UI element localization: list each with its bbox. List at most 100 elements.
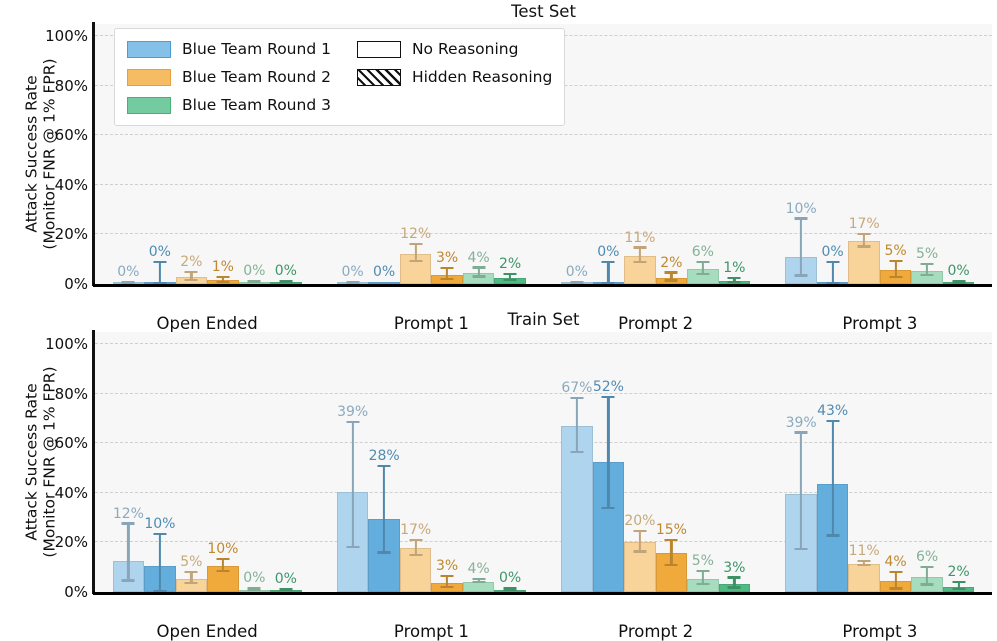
y-tick-label: 40% bbox=[54, 483, 88, 502]
error-bar-cap bbox=[952, 281, 966, 284]
legend-label-hidden-reasoning: Hidden Reasoning bbox=[411, 68, 553, 86]
y-tick-label: 20% bbox=[54, 533, 88, 552]
legend-swatch-round-1 bbox=[127, 40, 171, 58]
bar-value-label: 6% bbox=[916, 548, 939, 565]
y-tick-label: 80% bbox=[54, 76, 88, 95]
error-bar bbox=[733, 578, 736, 589]
error-bar-cap bbox=[184, 270, 198, 274]
error-bar bbox=[638, 248, 641, 264]
legend-entry-no-reasoning: No Reasoning bbox=[356, 37, 552, 61]
bar-value-label: 0% bbox=[821, 244, 844, 261]
panel-train-set: Train Set Attack Success Rate (Monitor F… bbox=[0, 308, 997, 641]
bar-value-label: 4% bbox=[467, 561, 490, 578]
error-bar-cap bbox=[409, 259, 423, 262]
bar-value-label: 5% bbox=[691, 553, 714, 570]
bar-value-label: 52% bbox=[592, 379, 624, 396]
error-bar-cap bbox=[857, 559, 871, 563]
plot-area-train: 12%10%5%10%0%0%39%28%17%3%4%0%67%52%20%1… bbox=[95, 332, 992, 592]
panel-test-set: Test Set Attack Success Rate (Monitor FN… bbox=[0, 0, 997, 333]
error-bar bbox=[670, 541, 673, 566]
legend-entry-hidden-reasoning: Hidden Reasoning bbox=[356, 65, 553, 89]
bar-value-label: 4% bbox=[467, 249, 490, 266]
error-bar-cap bbox=[216, 558, 230, 561]
error-bar-cap bbox=[920, 565, 934, 568]
bar-value-label: 5% bbox=[884, 242, 907, 259]
y-tick-label: 100% bbox=[45, 335, 88, 354]
error-bar-cap bbox=[633, 529, 647, 532]
legend-color-column: Blue Team Round 1 Blue Team Round 2 Blue… bbox=[127, 37, 331, 117]
bar-test-1-1[interactable] bbox=[368, 282, 400, 284]
error-bar-cap bbox=[696, 272, 710, 276]
error-bar-cap bbox=[503, 586, 517, 590]
error-bar bbox=[638, 531, 641, 553]
error-bar bbox=[221, 277, 224, 283]
error-bar-cap bbox=[472, 577, 486, 581]
gridline bbox=[95, 134, 992, 136]
error-bar-cap bbox=[889, 259, 903, 262]
bar-value-label: 15% bbox=[655, 522, 687, 538]
error-bar-cap bbox=[216, 570, 230, 573]
error-bar-cap bbox=[826, 261, 840, 264]
error-bar-cap bbox=[503, 273, 517, 276]
error-bar-cap bbox=[377, 465, 391, 468]
bar-value-label: 10% bbox=[144, 516, 176, 533]
error-bar-cap bbox=[440, 574, 454, 578]
legend: Blue Team Round 1 Blue Team Round 2 Blue… bbox=[114, 28, 566, 126]
x-axis-spine-test bbox=[93, 283, 992, 287]
error-bar-cap bbox=[952, 279, 966, 283]
bar-value-label: 5% bbox=[916, 246, 939, 263]
error-bar bbox=[701, 572, 704, 586]
error-bar bbox=[509, 275, 512, 281]
error-bar bbox=[575, 398, 578, 454]
error-bar bbox=[607, 263, 610, 284]
legend-entry-round-2: Blue Team Round 2 bbox=[127, 65, 331, 89]
error-bar-cap bbox=[409, 243, 423, 246]
error-bar-cap bbox=[857, 563, 871, 566]
bar-test-3-2[interactable] bbox=[848, 241, 880, 284]
error-bar bbox=[831, 422, 834, 537]
error-bar-cap bbox=[727, 280, 741, 283]
error-bar bbox=[957, 583, 960, 591]
bar-value-label: 0% bbox=[499, 570, 522, 587]
bar-train-2-0[interactable] bbox=[561, 426, 593, 592]
bar-value-label: 0% bbox=[373, 264, 396, 281]
error-bar-cap bbox=[633, 261, 647, 264]
error-bar bbox=[446, 269, 449, 281]
error-bar-cap bbox=[216, 280, 230, 283]
error-bar-cap bbox=[664, 538, 678, 541]
bar-value-label: 39% bbox=[337, 404, 369, 421]
bar-value-label: 2% bbox=[947, 564, 970, 581]
error-bar-cap bbox=[570, 396, 584, 399]
y-axis-label-line1: Attack Success Rate bbox=[22, 75, 41, 233]
error-bar-cap bbox=[920, 583, 934, 586]
bar-value-label: 20% bbox=[624, 512, 656, 529]
error-bar-cap bbox=[794, 431, 808, 434]
error-bar bbox=[383, 467, 386, 554]
error-bar-cap bbox=[570, 451, 584, 454]
error-bar-cap bbox=[472, 580, 486, 584]
y-tick-label: 60% bbox=[54, 434, 88, 453]
gridline bbox=[95, 183, 992, 185]
x-category-label: Open Ended bbox=[156, 622, 258, 641]
error-bar-cap bbox=[247, 588, 261, 592]
error-bar-cap bbox=[664, 563, 678, 566]
error-bar-cap bbox=[826, 534, 840, 537]
bar-value-label: 0% bbox=[117, 264, 140, 281]
error-bar-cap bbox=[601, 396, 615, 399]
error-bar bbox=[926, 265, 929, 277]
x-axis-spine-train bbox=[93, 591, 992, 595]
bar-value-label: 3% bbox=[436, 558, 459, 575]
bar-value-label: 2% bbox=[499, 256, 522, 273]
error-bar-cap bbox=[472, 275, 486, 278]
bar-value-label: 10% bbox=[785, 200, 817, 217]
error-bar bbox=[414, 541, 417, 556]
error-bar-cap bbox=[601, 281, 615, 284]
error-bar bbox=[446, 577, 449, 589]
x-category-label: Prompt 1 bbox=[393, 622, 469, 641]
legend-label-round-3: Blue Team Round 3 bbox=[182, 96, 331, 114]
y-tick-label: 80% bbox=[54, 384, 88, 403]
error-bar-cap bbox=[153, 589, 167, 592]
error-bar bbox=[607, 398, 610, 509]
y-tick-label: 0% bbox=[64, 275, 88, 293]
error-bar-cap bbox=[184, 278, 198, 282]
